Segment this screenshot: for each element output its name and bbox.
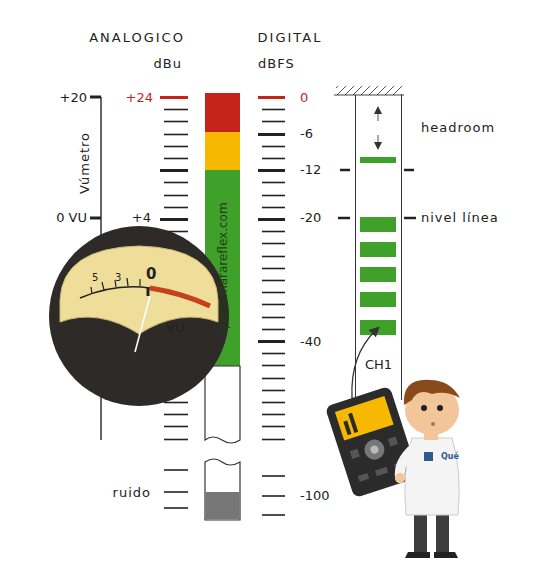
scale-value: -100 [300, 487, 330, 505]
scale-tick [262, 292, 285, 294]
scale-tick [164, 146, 188, 148]
scale-value: 0 [300, 89, 308, 107]
meter-scale-text: VU [166, 320, 184, 336]
meter-scale-text: 3 [115, 270, 121, 286]
scale-tick [164, 158, 188, 160]
scale-tick [258, 133, 285, 136]
scale-value: 0 VU [56, 209, 87, 227]
vu-meter [49, 226, 229, 406]
meter-scale-text: 5 [92, 270, 98, 286]
scale-tick [262, 146, 285, 148]
scale-tick [160, 96, 188, 99]
noise-label: ruido [113, 484, 151, 502]
axis-title: Vúmetro [76, 132, 94, 194]
logo-text: Qué [441, 448, 459, 466]
scale-tick [262, 439, 285, 441]
scale-tick [262, 514, 285, 516]
scale-value: -20 [300, 209, 321, 227]
scale-tick [164, 121, 188, 123]
line-level-label: nivel línea [421, 209, 499, 227]
watermark: quecamarareflex.com [214, 202, 232, 333]
channel-name: CH1 [356, 357, 401, 373]
scale-tick [164, 414, 188, 416]
scale-tick [164, 469, 188, 471]
scale-tick [262, 109, 285, 111]
scale-tick [262, 475, 285, 477]
scale-tick [262, 207, 285, 209]
scale-tick [262, 426, 285, 428]
headroom-label: headroom [421, 119, 495, 137]
scale-value: -40 [300, 333, 321, 351]
mascot [395, 380, 460, 558]
scale-tick [90, 96, 101, 99]
scale-tick [164, 207, 188, 209]
scale-tick [262, 495, 285, 497]
scale-tick [262, 158, 285, 160]
scale-tick [262, 280, 285, 282]
scale-tick [262, 195, 285, 197]
header-label: DIGITAL [258, 29, 323, 47]
scale-value: +4 [132, 209, 151, 227]
unit-label: dBFS [258, 55, 295, 73]
scale-tick [262, 329, 285, 331]
scale-tick [262, 378, 285, 380]
scale-tick [262, 231, 285, 233]
unit-label: dBu [154, 55, 182, 73]
scale-tick [262, 414, 285, 416]
scale-tick [160, 218, 188, 221]
scale-tick [164, 182, 188, 184]
scale-tick [262, 402, 285, 404]
scale-tick [164, 507, 188, 509]
scale-tick [262, 365, 285, 367]
vu-meter-face: 5 3 0VU [50, 232, 228, 400]
scale-tick [258, 218, 285, 221]
scale-tick [258, 169, 285, 172]
scale-tick [262, 304, 285, 306]
scale-tick [164, 195, 188, 197]
scale-tick [262, 353, 285, 355]
scale-value: +24 [126, 89, 153, 107]
scale-tick [164, 134, 188, 136]
channel-meter-box: CH1 [355, 95, 402, 400]
scale-tick [262, 121, 285, 123]
scale-tick [262, 243, 285, 245]
scale-tick [262, 182, 285, 184]
scale-tick [262, 317, 285, 319]
scale-tick [160, 169, 188, 172]
scale-tick [262, 256, 285, 258]
scale-tick [164, 402, 188, 404]
scale-tick [262, 390, 285, 392]
scale-tick [164, 109, 188, 111]
header-label: ANALOGICO [89, 29, 185, 47]
scale-value: -12 [300, 161, 321, 179]
scale-tick [164, 439, 188, 441]
scale-tick [258, 96, 285, 99]
scale-tick [90, 217, 101, 220]
scale-tick [164, 426, 188, 428]
scale-tick [164, 491, 188, 493]
scale-tick [258, 340, 285, 343]
channel-meter [334, 86, 416, 335]
meter-scale-text: 0 [146, 266, 156, 282]
scale-value: +20 [60, 89, 87, 107]
scale-tick [262, 268, 285, 270]
scale-value: -6 [300, 125, 313, 143]
